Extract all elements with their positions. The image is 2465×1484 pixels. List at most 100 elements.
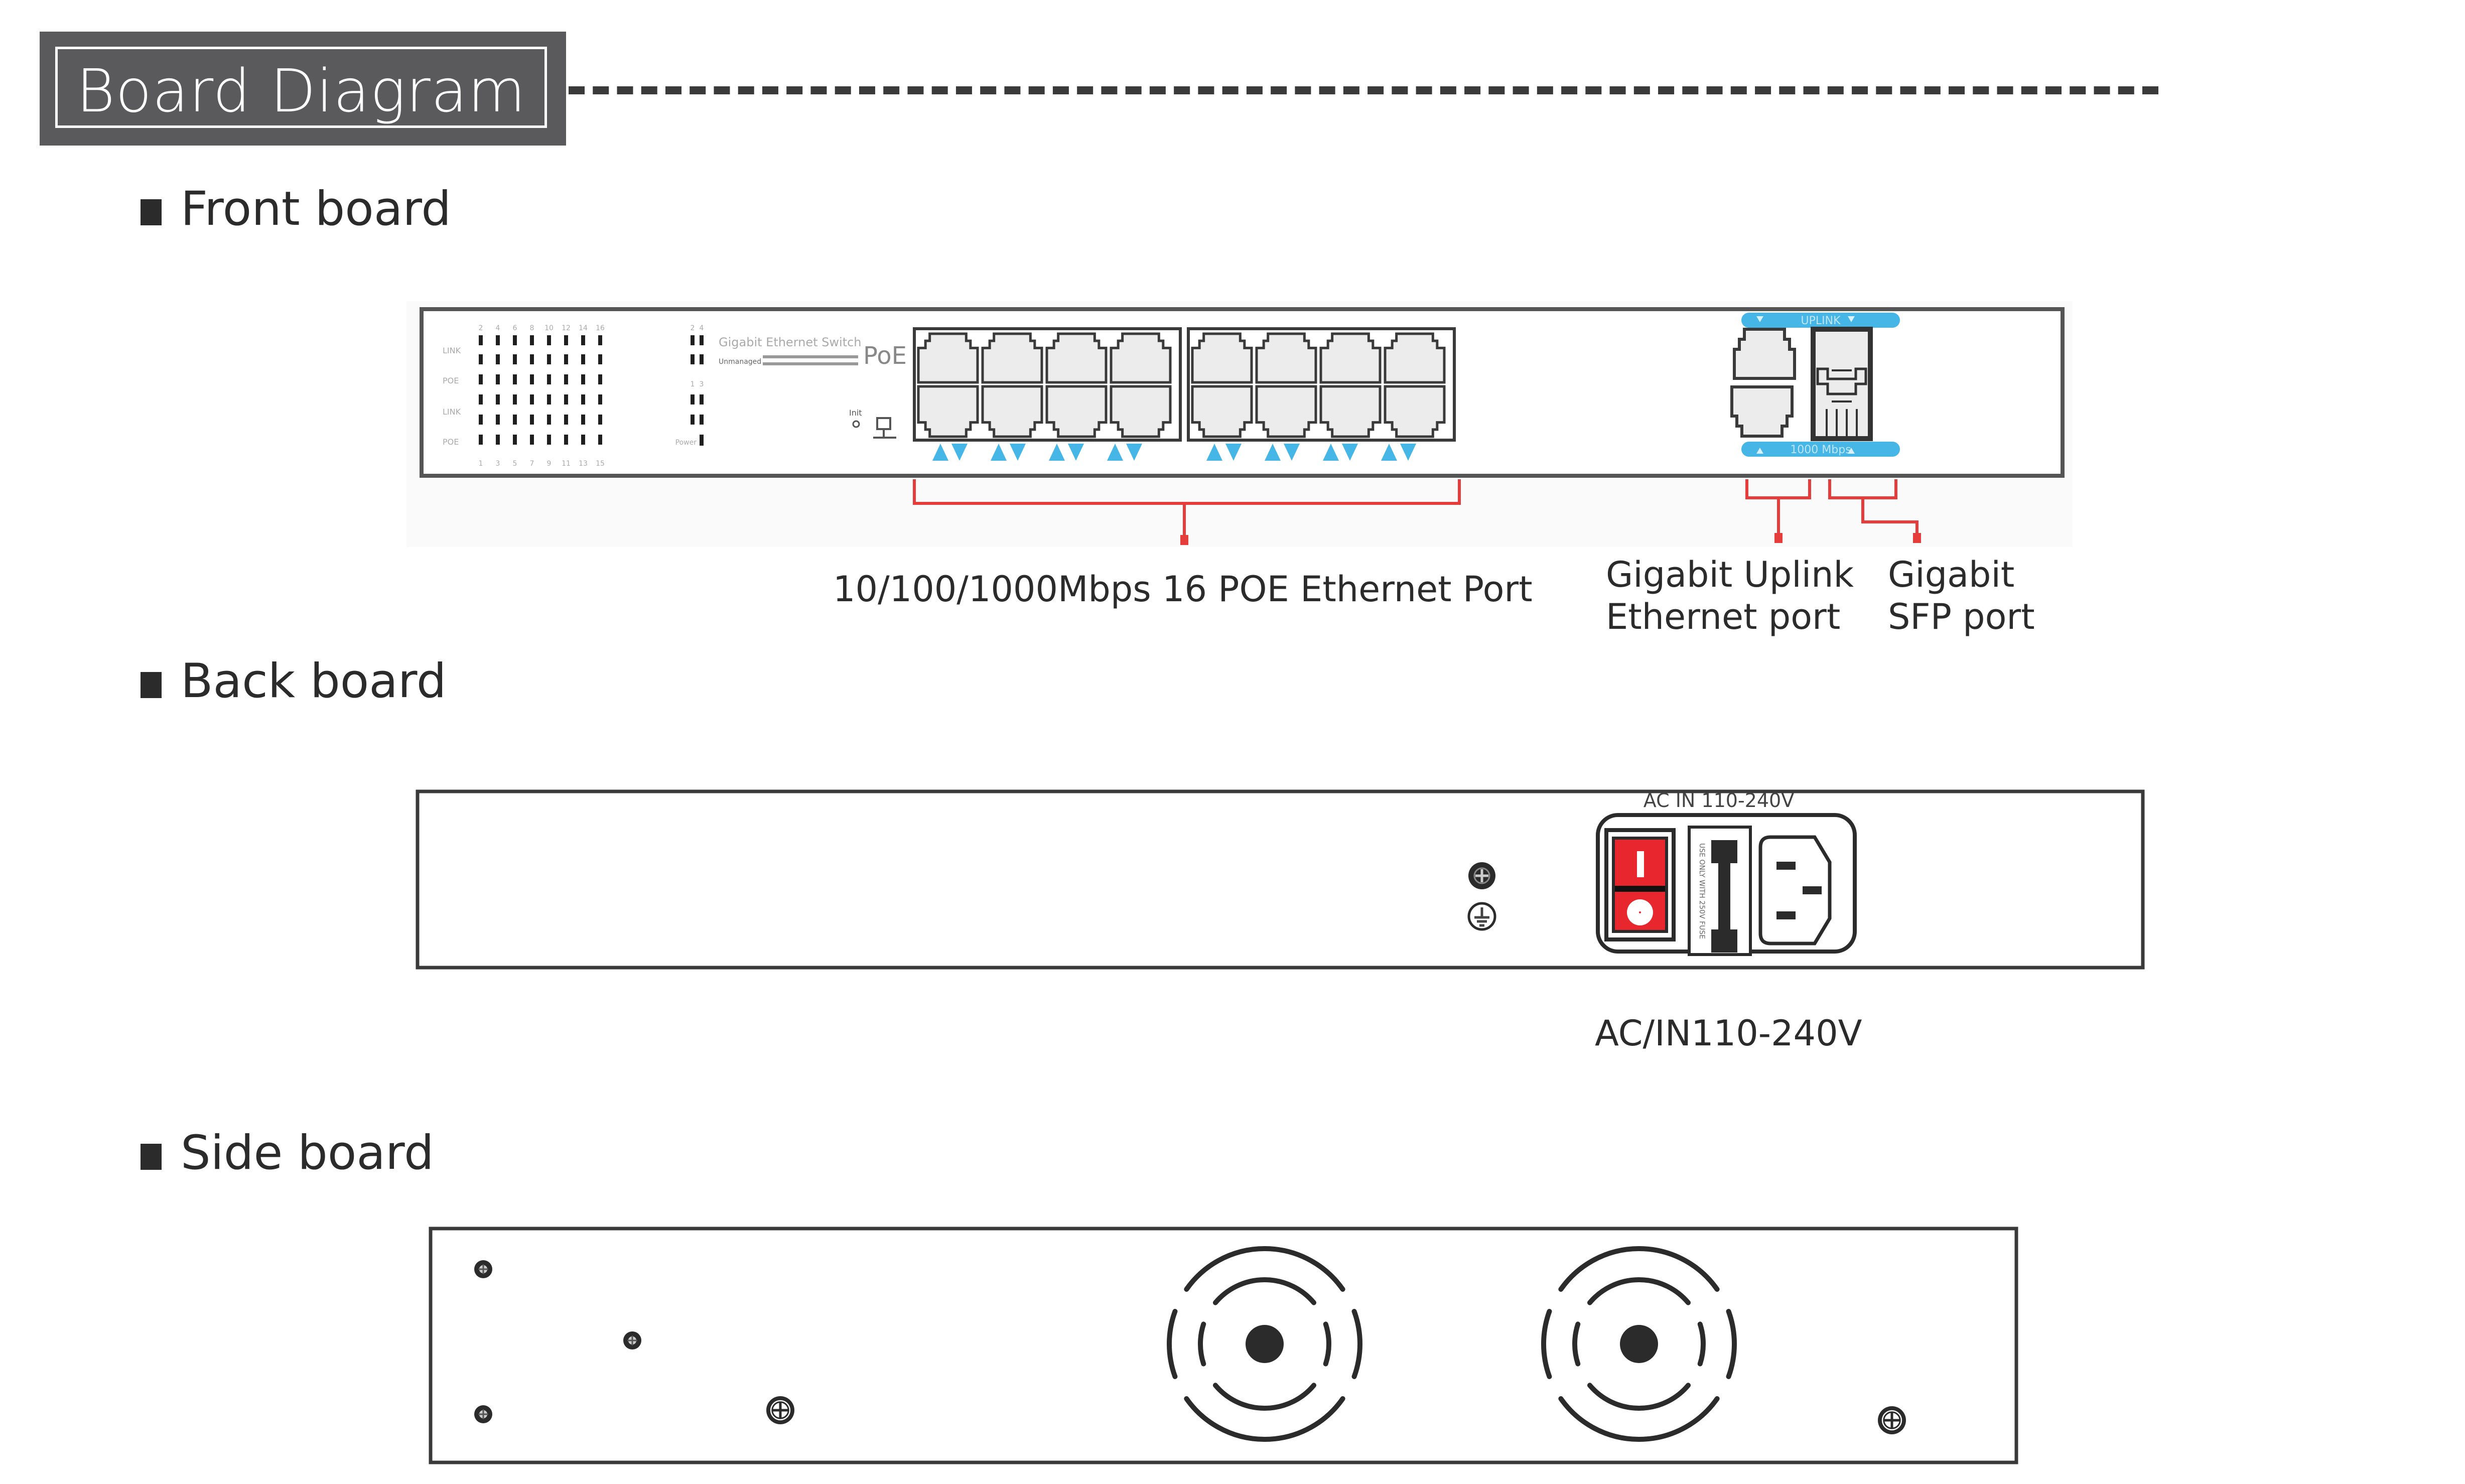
port-led-down-arrow-icon xyxy=(1068,444,1084,461)
led-indicator xyxy=(530,374,534,384)
poe-rj45-port[interactable] xyxy=(1319,332,1382,384)
led-number-top: 8 xyxy=(530,324,534,332)
fan-hub xyxy=(1620,1325,1658,1363)
led-number-bottom: 15 xyxy=(596,460,605,468)
sfp-label-line1: Gigabit xyxy=(1888,554,2015,595)
poe-rj45-port[interactable] xyxy=(981,385,1043,438)
port-led-up-arrow-icon xyxy=(1381,444,1397,461)
led-indicator xyxy=(479,415,483,425)
led-indicator xyxy=(691,394,695,404)
led-indicator xyxy=(598,394,602,404)
bullet-icon xyxy=(141,1144,162,1170)
poe-rj45-port[interactable] xyxy=(1110,385,1172,438)
fan-ring-arc xyxy=(1558,1396,1720,1442)
poe-rj45-port[interactable] xyxy=(917,332,979,384)
led-number-top: 6 xyxy=(513,324,517,332)
fan-ring-arc xyxy=(1198,1321,1206,1367)
uplink-rj45-port-1[interactable] xyxy=(1733,328,1796,380)
fan-ring-arc xyxy=(1323,1321,1331,1367)
led-indicator xyxy=(513,394,517,404)
led-indicator xyxy=(530,354,534,364)
led-indicator xyxy=(530,335,534,345)
fan-ring-arc xyxy=(1184,1246,1345,1292)
led-indicator xyxy=(581,394,585,404)
led-indicator xyxy=(547,335,551,345)
led-number-bottom: 7 xyxy=(530,460,534,468)
led-indicator xyxy=(513,374,517,384)
led-indicator xyxy=(513,354,517,364)
uplink-badge xyxy=(1741,313,1900,328)
led-indicator xyxy=(496,354,500,364)
led-indicator xyxy=(581,335,585,345)
led-indicator xyxy=(496,335,500,345)
screw-cross xyxy=(627,1335,637,1345)
port-led-down-arrow-icon xyxy=(1342,444,1358,461)
led-indicator xyxy=(547,415,551,425)
iec-power-socket[interactable] xyxy=(1758,835,1832,946)
poe-rj45-port[interactable] xyxy=(981,332,1043,384)
led-indicator xyxy=(598,354,602,364)
led-indicator xyxy=(598,435,602,445)
poe-rj45-port[interactable] xyxy=(917,385,979,438)
poe-rj45-port[interactable] xyxy=(1045,332,1108,384)
fan-ring-arc xyxy=(1541,1309,1552,1379)
side-board-title: Side board xyxy=(181,1126,434,1180)
fan-hub xyxy=(1246,1325,1284,1363)
sfp-port[interactable] xyxy=(1811,327,1873,441)
callout-marker xyxy=(1913,533,1921,543)
port-led-down-arrow-icon xyxy=(1284,444,1300,461)
led-indicator xyxy=(530,394,534,404)
poe-rj45-port[interactable] xyxy=(1384,385,1446,438)
back-panel-chassis xyxy=(416,789,2145,970)
led-indicator xyxy=(496,415,500,425)
led-indicator xyxy=(564,354,568,364)
poe-rj45-port[interactable] xyxy=(1319,385,1382,438)
network-icon xyxy=(873,417,896,439)
led-indicator xyxy=(513,415,517,425)
led-number-bottom: 5 xyxy=(513,460,517,468)
led-indicator xyxy=(691,415,695,425)
led-indicator xyxy=(479,354,483,364)
header-divider xyxy=(569,86,2158,94)
side-panel-diagram xyxy=(429,1227,2018,1464)
port-led-up-arrow-icon xyxy=(991,444,1007,461)
power-switch[interactable] xyxy=(1604,828,1676,941)
led-indicator xyxy=(581,354,585,364)
uplink-led-number: 4 xyxy=(700,324,704,332)
led-row-label: LINK xyxy=(443,346,461,355)
led-number-top: 2 xyxy=(479,324,483,332)
port-led-down-arrow-icon xyxy=(951,444,968,461)
port-led-down-arrow-icon xyxy=(1010,444,1026,461)
poe-rj45-port[interactable] xyxy=(1255,332,1317,384)
screw-ring xyxy=(771,1401,789,1419)
back-panel-diagram: AC IN 110-240V USE ONLY WITH 250V FUSE xyxy=(416,789,2145,970)
callout-marker xyxy=(1774,533,1783,543)
poe-rj45-port[interactable] xyxy=(1384,332,1446,384)
fan-ring-arc xyxy=(1351,1309,1362,1379)
poe-rj45-port[interactable] xyxy=(1045,385,1108,438)
led-number-bottom: 13 xyxy=(579,460,588,468)
screw-ring xyxy=(1883,1411,1901,1429)
screw-cross xyxy=(772,1402,788,1418)
switch-on-icon xyxy=(1637,851,1644,877)
led-number-bottom: 1 xyxy=(479,460,483,468)
led-indicator xyxy=(479,394,483,404)
port-led-up-arrow-icon xyxy=(1265,444,1281,461)
bullet-icon xyxy=(141,199,162,225)
port-led-up-arrow-icon xyxy=(1049,444,1065,461)
poe-rj45-port[interactable] xyxy=(1191,332,1253,384)
reset-button-icon xyxy=(852,420,860,428)
led-indicator xyxy=(700,415,704,425)
poe-rj45-port[interactable] xyxy=(1191,385,1253,438)
port-led-up-arrow-icon xyxy=(1323,444,1339,461)
poe-rj45-port[interactable] xyxy=(1110,332,1172,384)
led-indicator xyxy=(598,374,602,384)
screw-icon xyxy=(1468,862,1495,889)
fan-ring-arc xyxy=(1558,1246,1720,1292)
led-indicator xyxy=(581,435,585,445)
poe-rj45-port[interactable] xyxy=(1255,385,1317,438)
led-indicator xyxy=(700,394,704,404)
uplink-rj45-port-2[interactable] xyxy=(1730,385,1794,438)
